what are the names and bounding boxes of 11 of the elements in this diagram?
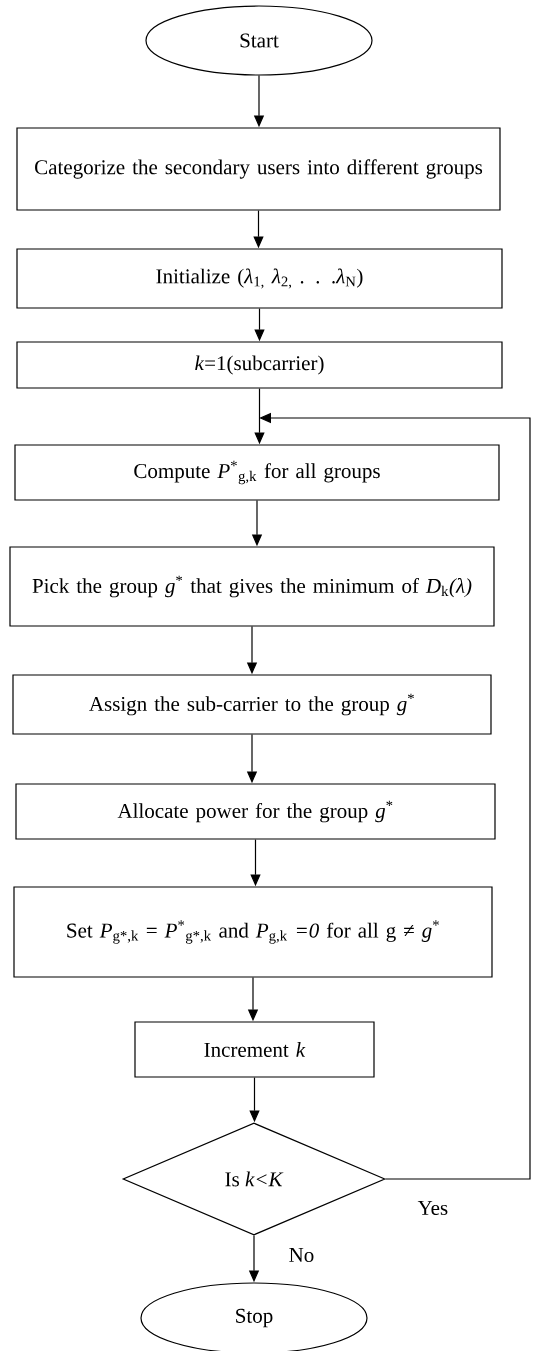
process-box: Initialize (λ$_{1,}$ λ$_{2,}$ . . .λ$_{N}$) <box>16 248 503 309</box>
process-box: k=1(subcarrier) <box>16 341 503 389</box>
process-box: Categorize the secondary users into different groups <box>16 127 501 211</box>
process-box: Pick the group g$^{*}$ that gives the minimum of D$_{k}$(λ) <box>9 546 495 627</box>
process-box: Allocate power for the group g$^{*}$ <box>15 783 496 840</box>
edge-label: No <box>287 1247 316 1263</box>
process-box: Compute P$^{*}$$_{g,k}$ for all groups <box>14 444 500 501</box>
process-box: Set P$_{g*,k}$ = P$^{*}$$_{g*,k}$ and P$_{g,k}$ =0 for all g ≠ g$^{*}$ <box>13 886 493 978</box>
process-box: Assign the sub-carrier to the group g$^{*}$ <box>12 674 492 735</box>
process-box: Increment k <box>134 1021 375 1078</box>
edge-label: Yes <box>416 1200 450 1216</box>
